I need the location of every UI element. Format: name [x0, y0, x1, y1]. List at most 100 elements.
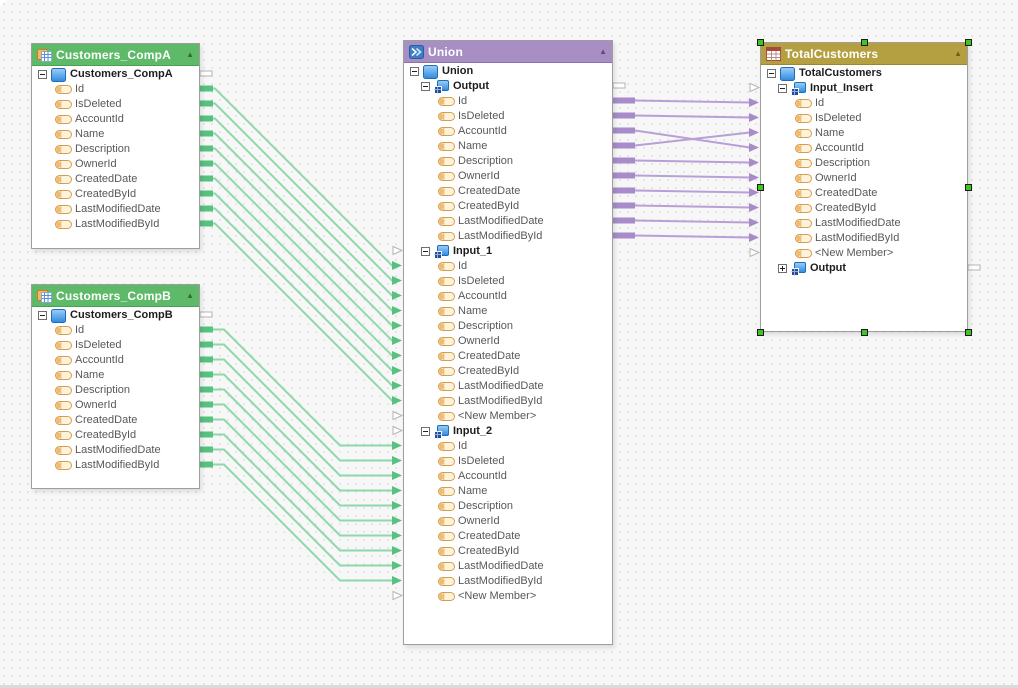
input-arrow[interactable] — [392, 471, 402, 480]
unconnected-input-port[interactable] — [749, 82, 761, 93]
node-header[interactable]: TotalCustomers▲ — [761, 43, 967, 65]
collapse-node-icon[interactable]: ▲ — [599, 46, 607, 56]
connection-line[interactable] — [213, 388, 393, 507]
output-port[interactable] — [613, 202, 635, 209]
tree-item-description[interactable]: Description — [404, 154, 612, 169]
tree-item-name[interactable]: Name — [404, 304, 612, 319]
output-port[interactable] — [200, 220, 213, 227]
input-arrow[interactable] — [392, 441, 402, 450]
connection-line[interactable] — [213, 358, 393, 477]
output-port[interactable] — [200, 461, 213, 468]
output-port[interactable] — [613, 157, 635, 164]
tree-item-isdeleted[interactable]: IsDeleted — [32, 97, 199, 112]
tree-item-accountid[interactable]: AccountId — [32, 353, 199, 368]
tree-item-createdbyid[interactable]: CreatedById — [32, 187, 199, 202]
tree-item-name[interactable]: Name — [404, 139, 612, 154]
tree-item-description[interactable]: Description — [32, 383, 199, 398]
tree-item-input-insert[interactable]: Input_Insert — [761, 81, 967, 96]
unconnected-output-port[interactable] — [612, 82, 626, 89]
collapse-icon[interactable] — [778, 84, 787, 93]
input-arrow[interactable] — [392, 486, 402, 495]
tree-item-lastmodifieddate[interactable]: LastModifiedDate — [404, 214, 612, 229]
tree-item-name[interactable]: Name — [32, 127, 199, 142]
tree-item-description[interactable]: Description — [761, 156, 967, 171]
tree-item-lastmodifiedbyid[interactable]: LastModifiedById — [404, 229, 612, 244]
tree-item-name[interactable]: Name — [761, 126, 967, 141]
connection-line[interactable] — [213, 418, 393, 537]
tree-item-lastmodifiedbyid[interactable]: LastModifiedById — [404, 394, 612, 409]
tree-item-lastmodifiedbyid[interactable]: LastModifiedById — [32, 458, 199, 473]
collapse-icon[interactable] — [421, 82, 430, 91]
unconnected-input-port[interactable] — [392, 410, 404, 421]
tree-item-output[interactable]: Output — [761, 261, 967, 276]
tree-item-isdeleted[interactable]: IsDeleted — [404, 109, 612, 124]
tree-item-accountid[interactable]: AccountId — [404, 124, 612, 139]
tree-item-totalcustomers[interactable]: TotalCustomers — [761, 66, 967, 81]
tree-item-createddate[interactable]: CreatedDate — [404, 529, 612, 544]
node-header[interactable]: Customers_CompA▲ — [32, 44, 199, 66]
collapse-icon[interactable] — [38, 70, 47, 79]
tree-item-createdbyid[interactable]: CreatedById — [32, 428, 199, 443]
connection-line[interactable] — [213, 132, 393, 312]
connection-line[interactable] — [634, 131, 751, 147]
collapse-node-icon[interactable]: ▲ — [186, 290, 194, 300]
connection-line[interactable] — [213, 207, 393, 387]
tree-item-lastmodifiedbyid[interactable]: LastModifiedById — [32, 217, 199, 232]
connection-line[interactable] — [213, 147, 393, 327]
selection-handle[interactable] — [757, 184, 764, 191]
tree-item-id[interactable]: Id — [404, 439, 612, 454]
tree-item-createdbyid[interactable]: CreatedById — [404, 544, 612, 559]
tree-item-accountid[interactable]: AccountId — [761, 141, 967, 156]
connection-line[interactable] — [634, 159, 751, 164]
tree-item-description[interactable]: Description — [404, 319, 612, 334]
connection-line[interactable] — [213, 343, 393, 462]
tree-item-customers-compa[interactable]: Customers_CompA — [32, 67, 199, 82]
collapse-icon[interactable] — [421, 247, 430, 256]
node-header[interactable]: Customers_CompB▲ — [32, 285, 199, 307]
input-arrow[interactable] — [749, 158, 759, 167]
connection-line[interactable] — [213, 373, 393, 492]
connection-line[interactable] — [634, 189, 751, 194]
connection-line[interactable] — [634, 99, 751, 104]
output-port[interactable] — [200, 326, 213, 333]
tree-item-isdeleted[interactable]: IsDeleted — [404, 274, 612, 289]
connection-line[interactable] — [213, 222, 393, 402]
output-port[interactable] — [200, 175, 213, 182]
input-arrow[interactable] — [392, 381, 402, 390]
input-arrow[interactable] — [392, 576, 402, 585]
tree-item-createddate[interactable]: CreatedDate — [32, 172, 199, 187]
input-arrow[interactable] — [392, 396, 402, 405]
input-arrow[interactable] — [392, 456, 402, 465]
connection-line[interactable] — [213, 117, 393, 297]
input-arrow[interactable] — [392, 276, 402, 285]
output-port[interactable] — [613, 127, 635, 134]
input-arrow[interactable] — [749, 233, 759, 242]
selection-handle[interactable] — [757, 39, 764, 46]
tree-item-ownerid[interactable]: OwnerId — [404, 334, 612, 349]
input-arrow[interactable] — [392, 306, 402, 315]
selection-handle[interactable] — [965, 39, 972, 46]
connection-line[interactable] — [213, 192, 393, 372]
connection-line[interactable] — [634, 234, 751, 239]
output-port[interactable] — [613, 217, 635, 224]
tree-item-output[interactable]: Output — [404, 79, 612, 94]
output-port[interactable] — [613, 232, 635, 239]
input-arrow[interactable] — [392, 351, 402, 360]
input-arrow[interactable] — [392, 531, 402, 540]
tree-item-lastmodifiedbyid[interactable]: LastModifiedById — [761, 231, 967, 246]
tree-item-createdbyid[interactable]: CreatedById — [404, 199, 612, 214]
output-port[interactable] — [613, 97, 635, 104]
connection-line[interactable] — [634, 174, 751, 179]
output-port[interactable] — [200, 145, 213, 152]
selection-handle[interactable] — [965, 329, 972, 336]
unconnected-input-port[interactable] — [749, 247, 761, 258]
output-port[interactable] — [613, 172, 635, 179]
connection-line[interactable] — [213, 448, 393, 567]
tree-item-lastmodifieddate[interactable]: LastModifiedDate — [761, 216, 967, 231]
tree-item-union[interactable]: Union — [404, 64, 612, 79]
output-port[interactable] — [200, 190, 213, 197]
